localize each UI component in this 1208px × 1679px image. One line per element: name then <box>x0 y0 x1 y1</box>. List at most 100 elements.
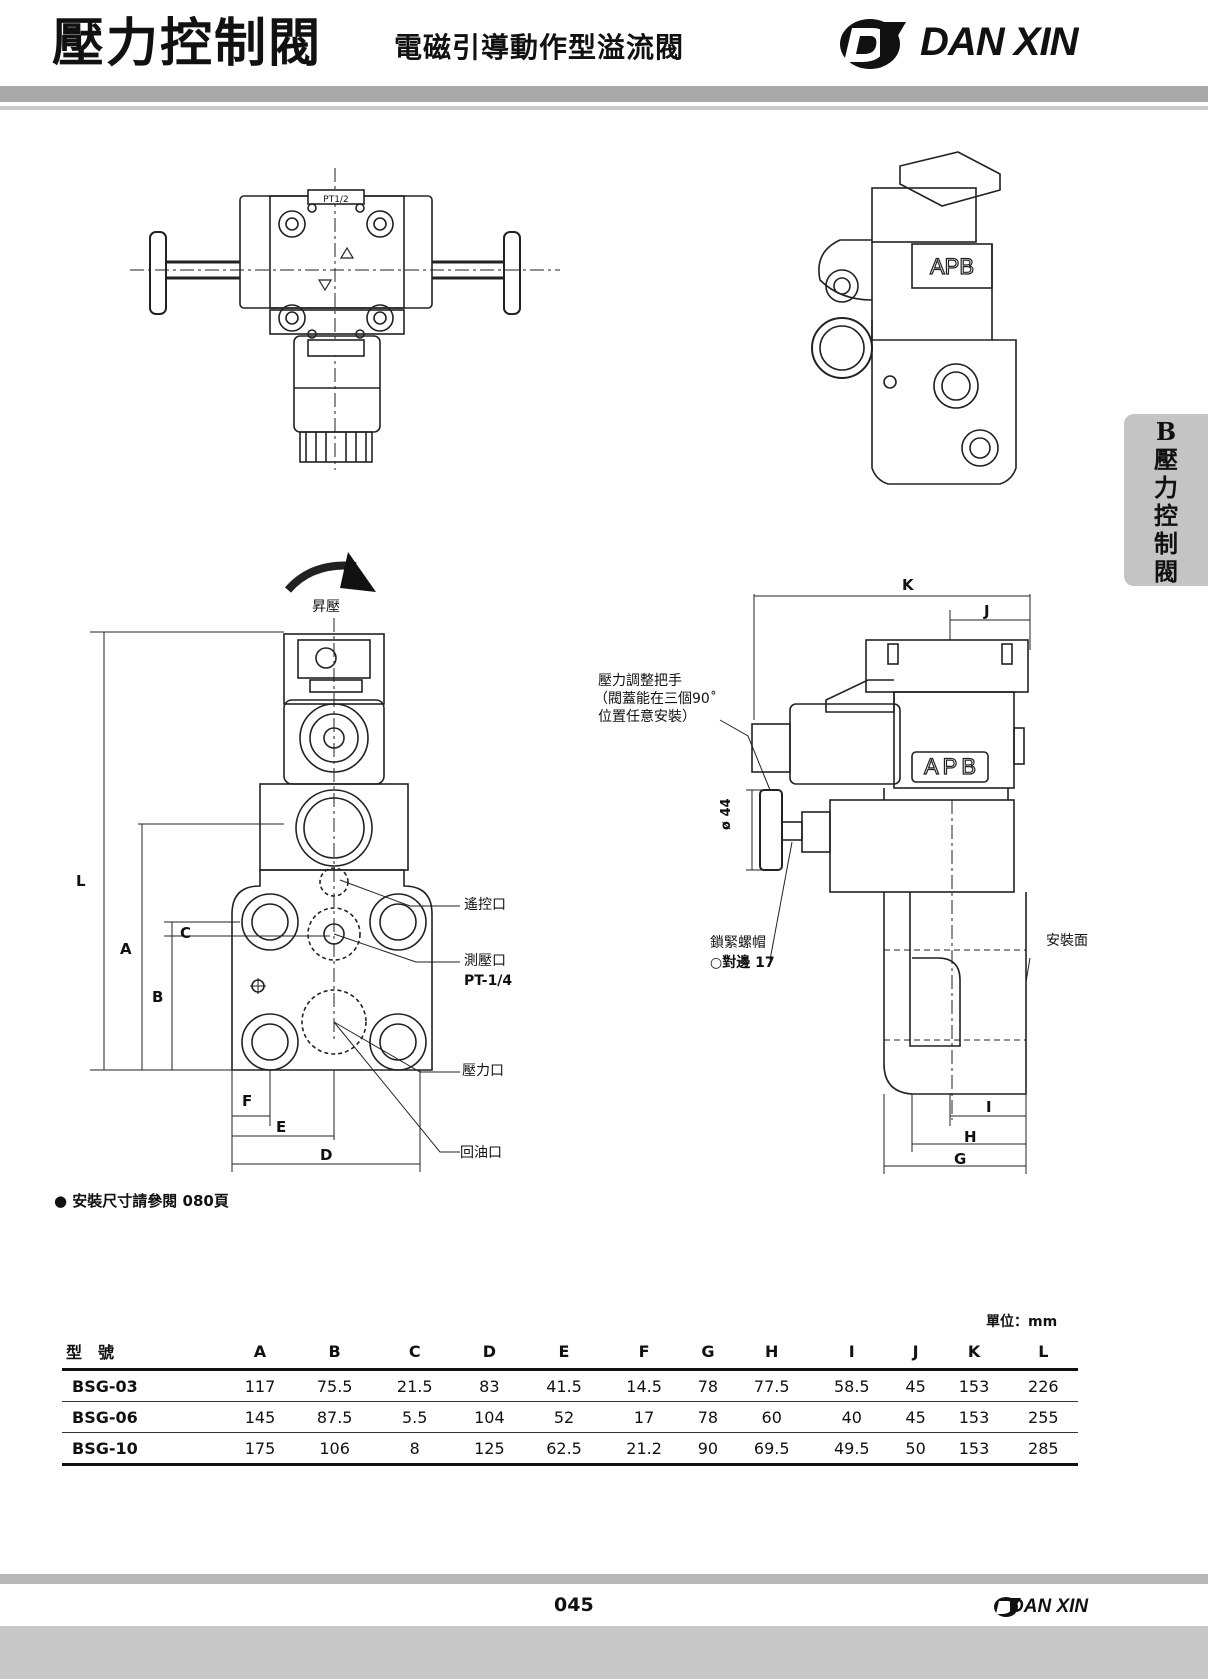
locknut-size-label: ○對邊 17 <box>710 955 775 971</box>
cell: 14.5 <box>604 1369 685 1402</box>
handle-note-line2: （閥蓋能在三個90˚ <box>594 691 717 707</box>
footer-brand: DAN XIN <box>1010 1596 1089 1617</box>
nameplate-label: APB <box>924 754 980 779</box>
cell: 104 <box>454 1401 524 1433</box>
cell: BSG-03 <box>62 1369 226 1402</box>
handle-note-line3: 位置任意安裝） <box>598 709 696 725</box>
cell: 17 <box>604 1401 685 1433</box>
cell: 78 <box>684 1401 732 1433</box>
cell: 50 <box>891 1432 940 1466</box>
col-k: K <box>939 1334 1009 1371</box>
dim-label-a: A <box>120 940 132 958</box>
handle-note-line1: 壓力調整把手 <box>598 673 682 689</box>
cell: 83 <box>454 1369 524 1402</box>
brand-name: DAN XIN <box>920 20 1078 64</box>
col-i: I <box>811 1334 892 1371</box>
side-view-drawing <box>719 594 1031 1174</box>
cell: 58.5 <box>811 1369 892 1402</box>
cell: 69.5 <box>731 1432 812 1466</box>
cell: 75.5 <box>294 1369 375 1402</box>
cell: 77.5 <box>731 1369 812 1402</box>
cell: BSG-10 <box>62 1432 226 1466</box>
cell: 285 <box>1008 1432 1078 1466</box>
install-note: ● 安裝尺寸請參閱 080頁 <box>54 1192 229 1210</box>
gauge-port-label: 測壓口 <box>464 953 506 969</box>
footer-divider <box>0 1574 1208 1584</box>
table-row: BSG-10 175 106 8 125 62.5 21.2 90 69.5 4… <box>62 1432 1078 1466</box>
page-subtitle: 電磁引導動作型溢流閥 <box>394 31 685 64</box>
cell: 106 <box>294 1432 375 1466</box>
page-number: 045 <box>554 1594 594 1616</box>
dia-label: ø 44 <box>719 798 734 830</box>
dim-label-g: G <box>954 1150 967 1168</box>
cell: 41.5 <box>523 1369 605 1402</box>
svg-text:APB: APB <box>930 254 974 279</box>
dim-label-b: B <box>152 988 164 1006</box>
dim-label-c: C <box>180 924 192 942</box>
cell: 5.5 <box>374 1401 455 1433</box>
cell: 87.5 <box>294 1401 375 1433</box>
technical-drawings: PT1/2 APB <box>90 151 1031 1174</box>
table-row: BSG-06 145 87.5 5.5 104 52 17 78 60 40 4… <box>62 1401 1078 1433</box>
top-view-drawing <box>130 168 560 470</box>
dim-label-f: F <box>242 1092 253 1110</box>
footer-band <box>0 1626 1208 1679</box>
cell: 40 <box>811 1401 892 1433</box>
return-port-label: 回油口 <box>460 1145 502 1161</box>
dim-label-h: H <box>964 1128 977 1146</box>
col-g: G <box>684 1334 732 1371</box>
cell: 52 <box>523 1401 605 1433</box>
dim-label-k: K <box>902 576 914 594</box>
dim-label-d: D <box>320 1146 333 1164</box>
front-view-drawing <box>90 552 460 1172</box>
perspective-view-drawing: APB <box>811 151 1017 485</box>
col-e: E <box>523 1334 605 1371</box>
cell: 255 <box>1008 1401 1078 1433</box>
dim-label-l: L <box>76 872 86 890</box>
cell: 8 <box>374 1432 455 1466</box>
col-model: 型 號 <box>62 1334 226 1371</box>
col-j: J <box>891 1334 940 1371</box>
col-b: B <box>294 1334 375 1371</box>
cell: 21.5 <box>374 1369 455 1402</box>
section-tab <box>1124 414 1208 586</box>
cell: 117 <box>225 1369 295 1402</box>
cell: 21.2 <box>604 1432 685 1466</box>
dimension-table: 型 號 A B C D E F G H I J K L BSG-03 117 7… <box>62 1334 1078 1466</box>
dim-label-i: I <box>986 1098 992 1116</box>
cell: 125 <box>454 1432 524 1466</box>
cell: BSG-06 <box>62 1401 226 1433</box>
locknut-label: 鎖緊螺帽 <box>710 935 766 951</box>
raise-pressure-label: 昇壓 <box>312 599 340 615</box>
cell: 153 <box>939 1432 1009 1466</box>
cell: 78 <box>684 1369 732 1402</box>
top-port-label: PT1/2 <box>323 195 348 205</box>
dim-label-e: E <box>276 1118 287 1136</box>
cell: 175 <box>225 1432 295 1466</box>
section-tab-label: B壓力控制閥 <box>1154 417 1178 586</box>
cell: 45 <box>891 1401 940 1433</box>
gauge-thread-label: PT-1/4 <box>464 973 513 989</box>
cell: 60 <box>731 1401 812 1433</box>
brand-logo-icon <box>840 19 906 69</box>
table-header-row: 型 號 A B C D E F G H I J K L <box>62 1334 1078 1371</box>
table-row: BSG-03 117 75.5 21.5 83 41.5 14.5 78 77.… <box>62 1369 1078 1402</box>
cell: 153 <box>939 1369 1009 1402</box>
cell: 62.5 <box>523 1432 605 1466</box>
unit-label: 單位：mm <box>986 1314 1058 1330</box>
cell: 153 <box>939 1401 1009 1433</box>
dim-label-j: J <box>984 602 990 620</box>
col-d: D <box>454 1334 524 1371</box>
mounting-face-label: 安裝面 <box>1046 933 1088 949</box>
col-c: C <box>374 1334 455 1371</box>
cell: 49.5 <box>811 1432 892 1466</box>
cell: 226 <box>1008 1369 1078 1402</box>
header-divider-thin <box>0 106 1208 110</box>
cell: 145 <box>225 1401 295 1433</box>
col-l: L <box>1008 1334 1078 1371</box>
page-title: 壓力控制閥 <box>52 13 323 74</box>
cell: 90 <box>684 1432 732 1466</box>
col-f: F <box>604 1334 685 1371</box>
pressure-port-label: 壓力口 <box>462 1063 504 1079</box>
col-h: H <box>731 1334 812 1371</box>
